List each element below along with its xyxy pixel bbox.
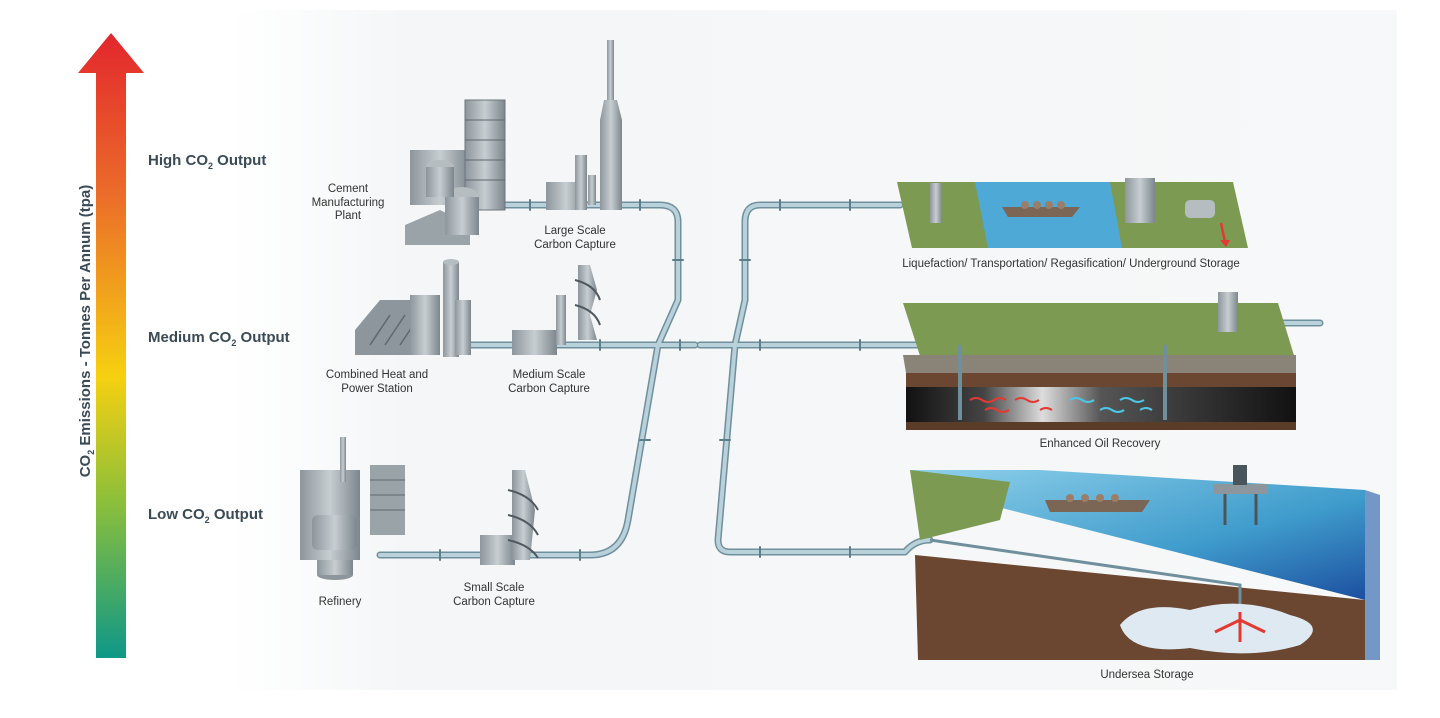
label-refinery: Refinery bbox=[318, 596, 362, 608]
cement-plant-illustration bbox=[405, 99, 506, 245]
liquefaction-storage-scene bbox=[897, 178, 1248, 248]
label-enhanced-oil-recovery: Enhanced Oil Recovery bbox=[1039, 438, 1161, 450]
small-capture-illustration bbox=[480, 470, 539, 565]
medium-capture-illustration bbox=[512, 265, 601, 355]
emissions-gradient-arrow bbox=[78, 33, 144, 658]
label-undersea-storage: Undersea Storage bbox=[1100, 669, 1194, 681]
undersea-storage-scene bbox=[910, 465, 1380, 660]
chp-plant-illustration bbox=[355, 259, 471, 357]
level-low-output: Low CO2 Output bbox=[148, 506, 264, 525]
axis-title-emissions: CO2 Emissions - Tonnes Per Annum (tpa) bbox=[77, 184, 96, 478]
pipeline-network bbox=[376, 199, 1324, 561]
level-medium-output: Medium CO2 Output bbox=[148, 329, 290, 348]
label-liquefaction: Liquefaction/ Transportation/ Regasifica… bbox=[902, 258, 1240, 270]
enhanced-oil-recovery-scene bbox=[903, 292, 1296, 430]
level-high-output: High CO2 Output bbox=[148, 152, 267, 171]
large-capture-illustration bbox=[546, 40, 622, 210]
refinery-illustration bbox=[300, 437, 405, 580]
